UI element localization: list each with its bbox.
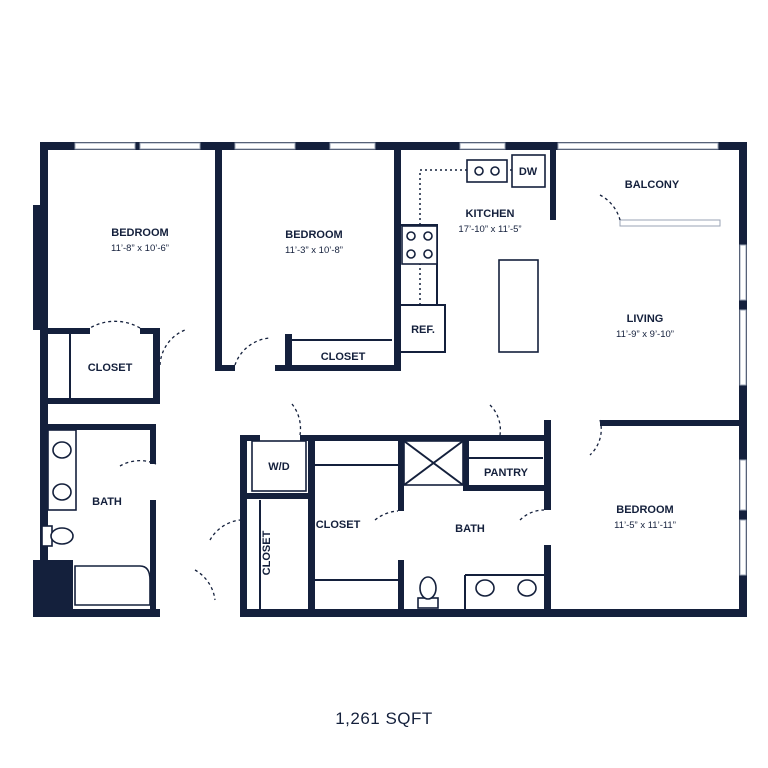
balcony-name: BALCONY <box>625 179 680 191</box>
sink-icon <box>517 579 537 597</box>
thin-lines <box>69 224 546 610</box>
closet-2-name: CLOSET <box>321 351 366 363</box>
kitchen-name: KITCHEN <box>466 208 515 220</box>
bedroom-1-name: BEDROOM <box>111 227 168 239</box>
bath-1-name: BATH <box>92 496 122 508</box>
bedroom-3-name: BEDROOM <box>616 504 673 516</box>
bathtub-icon <box>74 565 151 606</box>
bedroom-2-name: BEDROOM <box>285 229 342 241</box>
interior-walls <box>48 150 746 617</box>
bath-fixtures <box>41 429 537 609</box>
closet-3-name: CLOSET <box>316 519 361 531</box>
sink-icon <box>466 159 508 183</box>
refrigerator-name: REF. <box>411 324 435 336</box>
doors <box>89 194 621 601</box>
exterior-walls <box>33 142 747 617</box>
sink-icon <box>52 483 72 501</box>
closet-1-name: CLOSET <box>88 362 133 374</box>
windows <box>74 142 747 576</box>
kitchen-fixtures <box>401 154 546 353</box>
bath-2-name: BATH <box>455 523 485 535</box>
laundry-name: W/D <box>268 461 289 473</box>
toilet-icon <box>50 527 74 545</box>
living-name: LIVING <box>627 313 664 325</box>
sink-icon <box>52 441 72 459</box>
bedroom-1-dims: 11’-8” x 10’-6” <box>111 243 169 254</box>
closet-4-name: CLOSET <box>261 530 273 575</box>
bedroom-3-dims: 11’-5” x 11’-11” <box>614 520 676 531</box>
room-labels: BEDROOM 11’-8” x 10’-6” BEDROOM 11’-3” x… <box>88 166 680 575</box>
kitchen-dims: 17’-10” x 11’-5” <box>458 224 521 235</box>
toilet-icon <box>419 576 437 600</box>
dishwasher-box <box>511 154 546 188</box>
dishwasher-name: DW <box>519 166 538 178</box>
area-label: 1,261 SQFT <box>335 709 433 728</box>
pantry-name: PANTRY <box>484 467 529 479</box>
bedroom-2-dims: 11’-3” x 10’-8” <box>285 245 343 256</box>
stove-icon <box>401 225 438 265</box>
sink-icon <box>475 579 495 597</box>
kitchen-island <box>498 259 539 353</box>
living-dims: 11’-9” x 9’-10” <box>616 329 674 340</box>
